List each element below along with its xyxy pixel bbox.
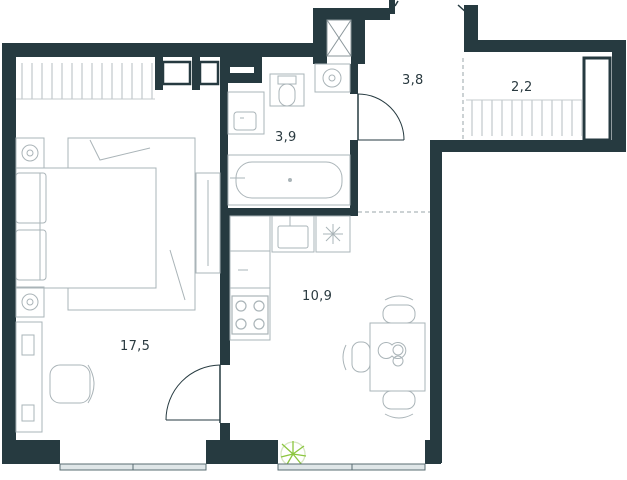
kitchen-area-label: 10,9: [302, 289, 333, 304]
sink-icon: [227, 91, 265, 135]
bedroom-area-label: 17,5: [120, 339, 151, 354]
sink-icon: [271, 215, 315, 253]
dining-table-icon: [369, 322, 426, 392]
toilet-icon: [269, 73, 305, 107]
nightstand-icon: [15, 137, 45, 318]
walls: [2, 0, 626, 464]
fridge-icon: [315, 215, 351, 253]
balcony: [462, 58, 582, 140]
wardrobe-icon: [195, 172, 221, 274]
stove-icon: [231, 295, 269, 335]
window-bottom: [59, 463, 426, 471]
balcony-area-label: 2,2: [511, 80, 533, 95]
desk-icon: [15, 321, 43, 433]
hall-area-label: 3,8: [402, 73, 424, 88]
ventilation-shaft-icon: [326, 19, 352, 57]
washing-machine-icon: [314, 63, 351, 93]
bathroom-area-label: 3,9: [275, 130, 297, 145]
chair-icon: [342, 295, 416, 419]
door-icon: [357, 93, 405, 141]
door-icon: [394, 0, 469, 15]
kitchen-counter: [229, 215, 350, 341]
bed-icon: [15, 137, 196, 311]
window-top: [16, 60, 257, 100]
bathtub-icon: [227, 154, 351, 206]
chair-icon: [49, 364, 95, 404]
plant-icon: [280, 441, 307, 467]
door-icon: [165, 364, 221, 423]
